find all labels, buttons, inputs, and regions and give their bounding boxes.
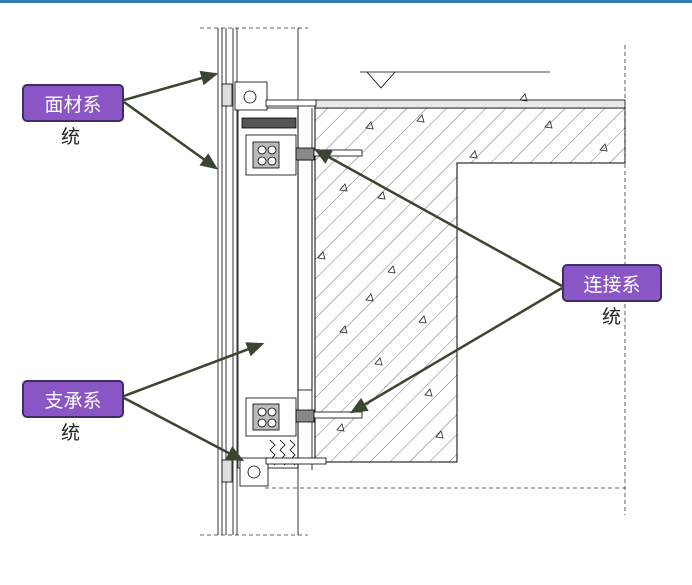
arrow-support-upper [123, 342, 265, 398]
label-connection-system: 连接系 [562, 264, 662, 302]
label-panel-system-tail: 统 [61, 126, 81, 148]
label-support-system-tail: 统 [61, 422, 81, 444]
top-accent-bar [0, 0, 692, 3]
top-bracket [221, 81, 317, 129]
pointer-arrows [123, 70, 563, 462]
level-marker [360, 71, 550, 89]
label-panel-system: 面材系 [22, 84, 124, 122]
label-support-system: 支承系 [22, 380, 124, 418]
arrow-panel-lower [123, 100, 219, 170]
label-connection-system-tail: 统 [602, 306, 622, 328]
arrow-support-lower [123, 396, 245, 462]
upper-anchor [245, 134, 363, 176]
arrow-connection-lower [349, 286, 563, 414]
arrow-panel-upper [123, 70, 219, 102]
arrow-connection-upper [313, 148, 563, 288]
lower-anchor [245, 397, 363, 437]
bottom-bracket [221, 439, 327, 487]
